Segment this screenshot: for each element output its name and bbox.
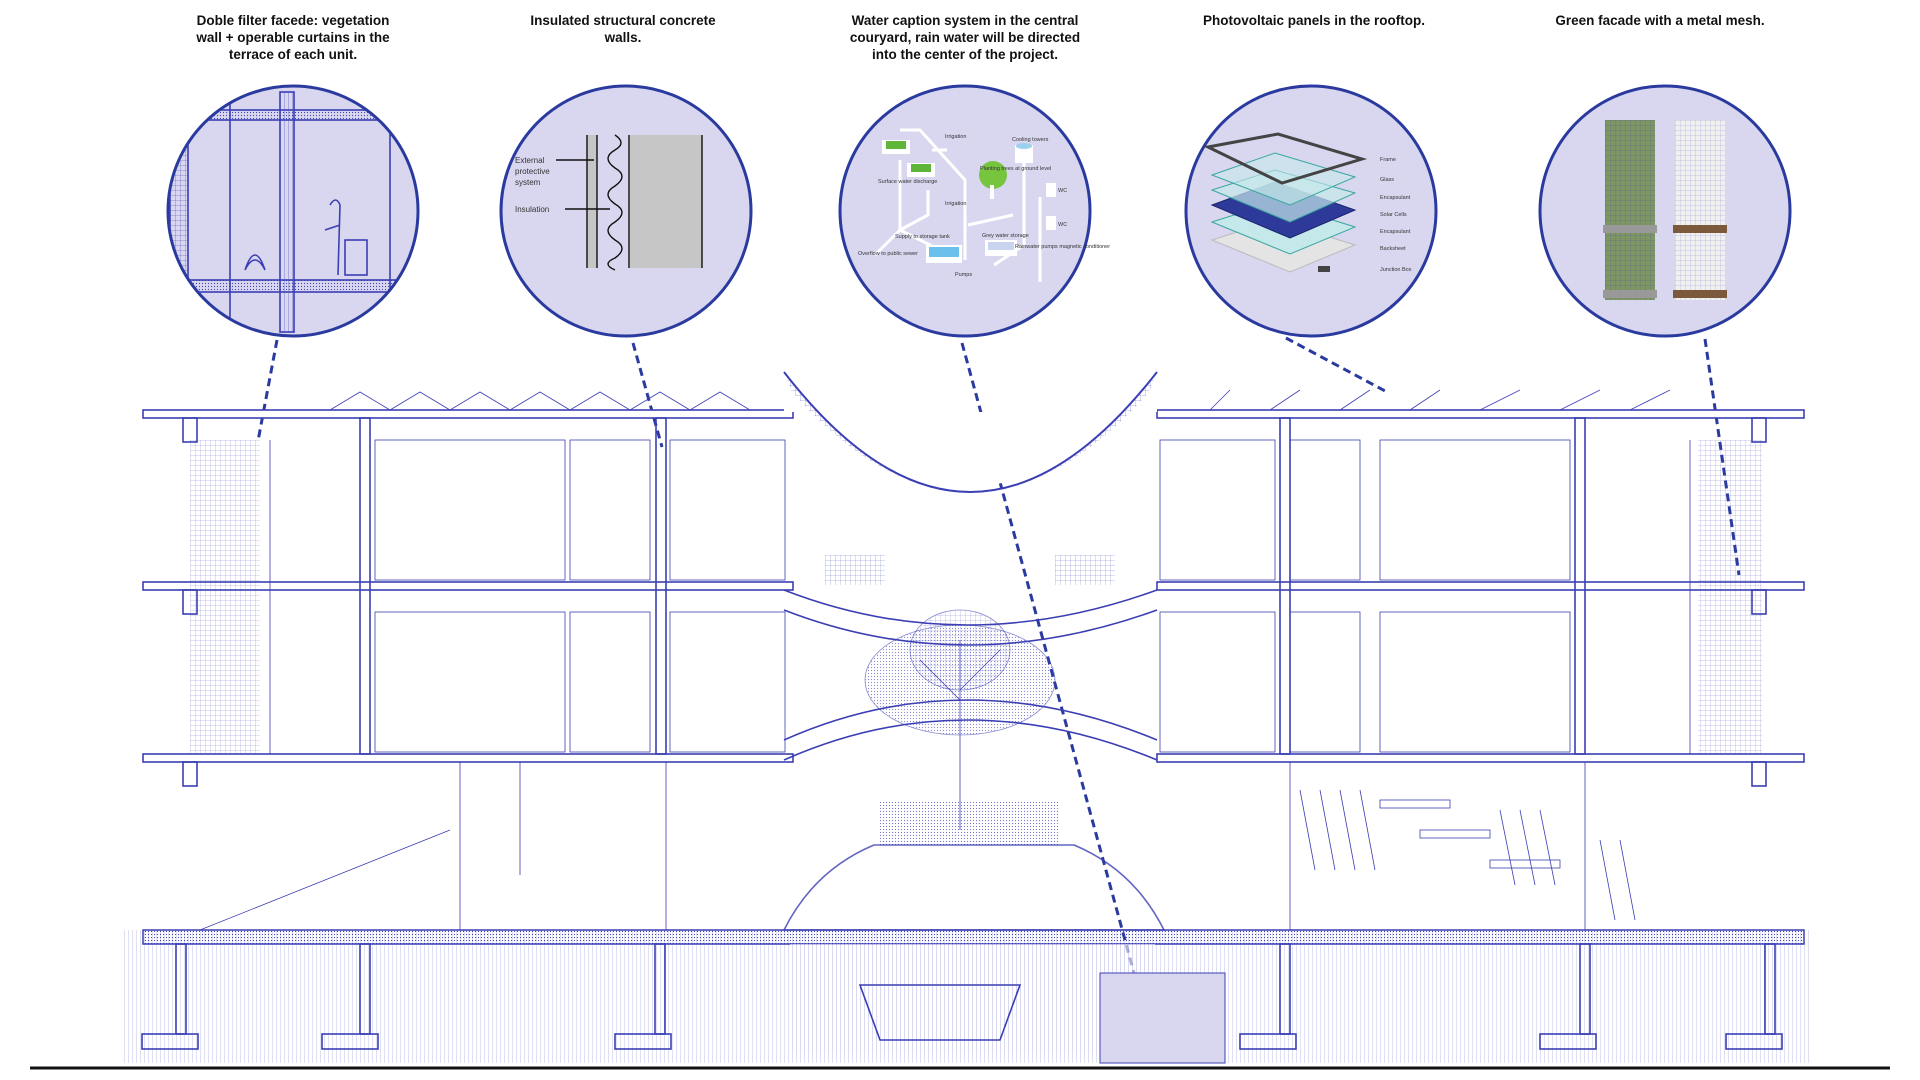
label-irrigation-mid: Irrigation: [945, 201, 966, 207]
label-wc-2: WC: [1058, 222, 1067, 228]
label-backsheet: Backsheet: [1380, 246, 1406, 252]
label-glass: Glass: [1380, 177, 1394, 183]
label-supply: Supply to storage tank: [895, 234, 950, 240]
leader-line-facade: [256, 339, 279, 442]
caption-photovoltaic: Photovoltaic panels in the rooftop.: [1202, 13, 1425, 28]
caption-insulated-walls: Insulated structural concrete walls.: [530, 13, 716, 45]
detail-circle-facade: [166, 84, 420, 338]
label-encapsulant-2: Encapsulant: [1380, 229, 1411, 235]
detail-circle-water: Irrigation Irrigation Surface water disc…: [838, 84, 1110, 338]
building-section: [122, 371, 1810, 1064]
label-external: External: [515, 156, 545, 165]
label-irrigation-top: Irrigation: [945, 134, 966, 140]
caption-water-system: Water caption system in the central cour…: [849, 13, 1081, 62]
label-encapsulant-1: Encapsulant: [1380, 195, 1411, 201]
label-external-2: protective: [515, 167, 550, 176]
caption-double-facade: Doble filter facede: vegetation wall + o…: [196, 13, 390, 62]
label-overflow: Overflow to public sewer: [858, 251, 918, 257]
detail-circle-green-facade: [1538, 84, 1792, 338]
label-rainwater-pumps: Rainwater pumps magnetic conditioner: [1015, 244, 1110, 250]
leader-line-pv: [1285, 336, 1388, 394]
label-frame: Frame: [1380, 157, 1396, 163]
label-surface-water: Surface water discharge: [878, 179, 937, 185]
label-solar-cells: Solar Cells: [1380, 212, 1407, 218]
caption-green-facade: Green facade with a metal mesh.: [1555, 13, 1765, 28]
label-external-3: system: [515, 178, 541, 187]
leader-line-walls: [631, 342, 664, 448]
detail-circle-insulation: External protective system Insulation: [499, 84, 753, 338]
label-cooling: Cooling towers: [1012, 137, 1049, 143]
label-pumps: Pumps: [955, 272, 972, 278]
detail-circle-photovoltaic: Frame Glass Encapsulant Solar Cells Enca…: [1184, 84, 1438, 338]
label-insulation: Insulation: [515, 205, 549, 214]
ground-slab: [142, 929, 1805, 945]
label-wc-1: WC: [1058, 188, 1067, 194]
label-planting: Planting trees at ground level: [980, 166, 1051, 172]
label-junction-box: Junction Box: [1380, 267, 1412, 273]
label-grey-water: Grey water storage: [982, 233, 1029, 239]
